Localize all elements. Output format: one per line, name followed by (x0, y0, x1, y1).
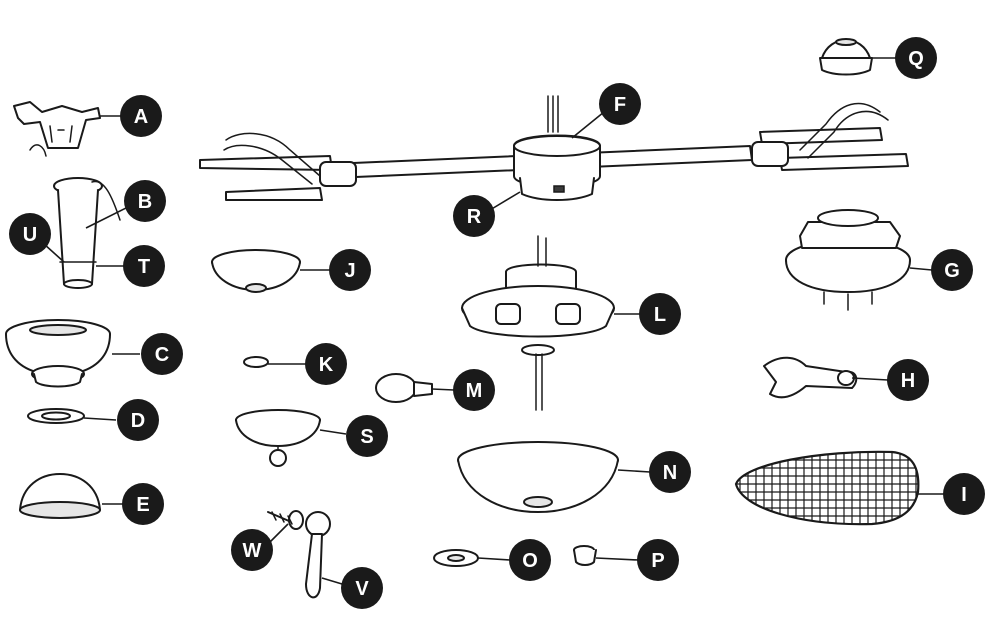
label-k: K (305, 343, 347, 385)
part-m-bulb (375, 373, 433, 403)
leader-m (431, 388, 455, 391)
svg-text:C: C (155, 344, 169, 366)
svg-text:U: U (23, 224, 37, 246)
part-w-screw (267, 510, 304, 530)
leader-b (85, 205, 131, 229)
label-d: D (117, 399, 159, 441)
label-e: E (122, 483, 164, 525)
part-n-glass-bowl (457, 441, 619, 513)
svg-text:N: N (663, 462, 677, 484)
leader-s (319, 429, 347, 435)
label-badges: A B C D E F G H I J K L M N O P Q R S T … (9, 37, 985, 609)
label-w: W (231, 529, 273, 571)
svg-text:D: D (131, 410, 145, 432)
part-a-mounting-bracket (13, 101, 101, 157)
part-c-canopy (5, 319, 111, 388)
leader-g (909, 267, 933, 271)
leader-o (477, 557, 511, 561)
svg-text:R: R (467, 206, 482, 228)
label-m: M (453, 369, 495, 411)
label-b: B (124, 180, 166, 222)
label-q: Q (895, 37, 937, 79)
label-l: L (639, 293, 681, 335)
label-o: O (509, 539, 551, 581)
svg-text:Q: Q (908, 48, 924, 70)
part-o-finial-plate (433, 549, 479, 567)
label-i: I (943, 473, 985, 515)
svg-text:V: V (355, 578, 369, 600)
svg-text:I: I (961, 484, 967, 506)
leader-u (43, 243, 65, 263)
label-r: R (453, 195, 495, 237)
svg-text:F: F (614, 94, 626, 116)
label-u: U (9, 213, 51, 255)
svg-text:K: K (319, 354, 334, 376)
leader-p (595, 557, 639, 561)
leader-f (571, 111, 605, 139)
leader-n (617, 469, 651, 473)
leader-lines (43, 57, 946, 585)
part-s-switch-cup (235, 409, 321, 467)
label-t: T (123, 245, 165, 287)
part-i-fan-blade (734, 450, 920, 526)
svg-text:J: J (344, 260, 355, 282)
part-g-motor-assembly (785, 209, 911, 311)
svg-text:W: W (243, 540, 262, 562)
part-q-motor-top-cover (819, 38, 873, 76)
label-h: H (887, 359, 929, 401)
label-v: V (341, 567, 383, 609)
part-v-pull-chain-fob (305, 511, 331, 599)
label-c: C (141, 333, 183, 375)
part-fan-arm-assembly (199, 95, 909, 201)
leader-r (489, 191, 521, 211)
part-h-blade-holder (763, 356, 858, 399)
label-g: G (931, 249, 973, 291)
leader-v (321, 577, 343, 585)
svg-text:E: E (136, 494, 149, 516)
svg-text:L: L (654, 304, 666, 326)
label-f: F (599, 83, 641, 125)
svg-text:P: P (651, 550, 664, 572)
svg-text:S: S (360, 426, 373, 448)
leader-d (83, 417, 117, 421)
svg-text:O: O (522, 550, 538, 572)
svg-text:A: A (134, 106, 148, 128)
label-p: P (637, 539, 679, 581)
label-s: S (346, 415, 388, 457)
svg-text:G: G (944, 260, 960, 282)
svg-text:B: B (138, 191, 152, 213)
label-a: A (120, 95, 162, 137)
part-b-downrod (53, 177, 121, 289)
part-d-canopy-ring (27, 408, 85, 424)
leader-w (267, 523, 289, 545)
label-j: J (329, 249, 371, 291)
svg-text:T: T (138, 256, 150, 278)
part-k-glass-washer (243, 356, 269, 368)
part-p-finial (573, 545, 597, 566)
svg-text:M: M (466, 380, 483, 402)
svg-text:H: H (901, 370, 915, 392)
part-l-light-kit (461, 235, 615, 411)
part-e-coupling-cover (19, 473, 101, 519)
label-n: N (649, 451, 691, 493)
part-j-switch-housing-cap (211, 249, 301, 293)
leader-h (851, 377, 889, 381)
